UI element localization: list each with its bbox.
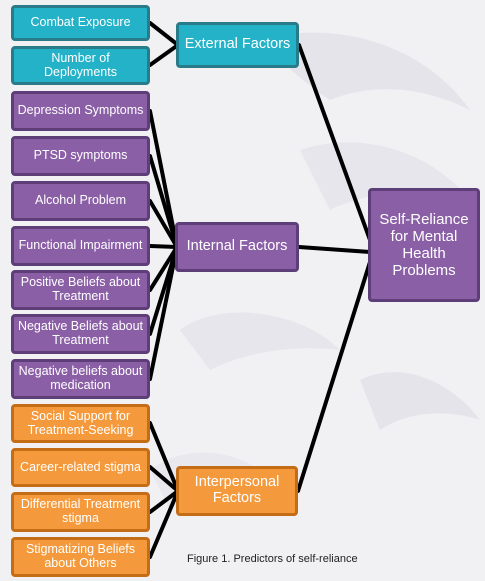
predictor-positive-beliefs-treatment: Positive Beliefs about Treatment — [11, 270, 150, 310]
connector-internal — [148, 109, 179, 249]
connector-interpersonal — [148, 465, 180, 493]
predictor-combat-exposure: Combat Exposure — [11, 5, 150, 41]
predictor-label: Functional Impairment — [18, 238, 143, 253]
predictor-label: Stigmatizing Beliefs about Others — [25, 542, 136, 570]
connector-interpersonal — [148, 489, 180, 559]
predictor-label: Negative Beliefs about Treatment — [17, 319, 144, 347]
predictor-depression-symptoms: Depression Symptoms — [11, 91, 150, 131]
internal-factors-label: Internal Factors — [186, 238, 288, 255]
predictor-career-related-stigma: Career-related stigma — [11, 448, 150, 487]
connector-interpersonal — [148, 489, 180, 514]
connector-internal — [148, 245, 179, 381]
predictor-ptsd-symptoms: PTSD symptoms — [11, 136, 150, 176]
predictor-social-support: Social Support for Treatment-Seeking — [11, 404, 150, 443]
external-factors-label: External Factors — [184, 36, 291, 53]
predictor-negative-beliefs-treatment: Negative Beliefs about Treatment — [11, 314, 150, 354]
predictor-alcohol-problem: Alcohol Problem — [11, 181, 150, 221]
interpersonal-factors-box: Interpersonal Factors — [176, 466, 298, 516]
external-factors-box: External Factors — [176, 22, 299, 68]
predictor-label: Negative beliefs about medication — [18, 364, 143, 392]
predictor-functional-impairment: Functional Impairment — [11, 226, 150, 266]
connector-external — [148, 43, 180, 67]
connector-internal — [148, 244, 179, 249]
connector-internal-outcome — [297, 245, 372, 254]
connector-internal — [148, 199, 179, 249]
predictor-label: Number of Deployments — [44, 50, 117, 79]
connector-interpersonal — [148, 421, 180, 493]
predictor-label: Social Support for Treatment-Seeking — [27, 408, 134, 437]
internal-factors-box: Internal Factors — [175, 222, 299, 272]
predictor-negative-beliefs-medication: Negative beliefs about medication — [11, 359, 150, 399]
connector-external — [148, 21, 180, 47]
outcome-self-reliance-box: Self-Reliance for Mental Health Problems — [368, 188, 480, 302]
connector-internal — [148, 154, 179, 249]
interpersonal-factors-label: Interpersonal Factors — [194, 474, 280, 506]
outcome-label: Self-Reliance for Mental Health Problems — [379, 210, 469, 280]
predictor-label: Positive Beliefs about Treatment — [20, 275, 141, 303]
predictor-label: PTSD symptoms — [33, 148, 128, 163]
predictor-label: Differential Treatment stigma — [20, 497, 141, 525]
predictor-label: Combat Exposure — [30, 15, 131, 30]
connector-external-outcome — [297, 43, 372, 242]
predictor-number-of-deployments: Number of Deployments — [11, 46, 150, 85]
figure-caption: Figure 1. Predictors of self-reliance — [187, 553, 358, 565]
predictor-stigmatizing-beliefs: Stigmatizing Beliefs about Others — [11, 537, 150, 577]
predictor-label: Depression Symptoms — [17, 103, 144, 118]
connector-internal — [148, 245, 179, 292]
predictor-label: Alcohol Problem — [34, 193, 126, 208]
predictor-differential-treatment-stigma: Differential Treatment stigma — [11, 492, 150, 532]
predictor-label: Career-related stigma — [20, 459, 141, 474]
connector-interpersonal-outcome — [296, 260, 372, 493]
